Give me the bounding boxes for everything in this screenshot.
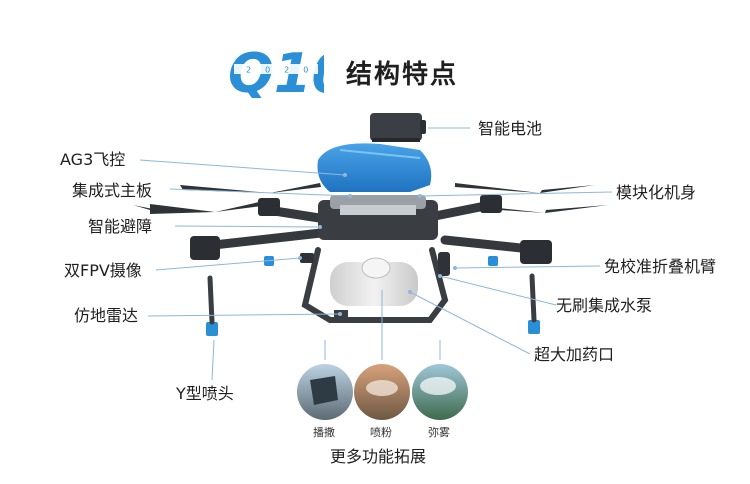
- extensions-title: 更多功能拓展: [330, 447, 427, 466]
- label-nozzle: Y型喷头: [176, 384, 234, 403]
- label-big-inlet: 超大加药口: [534, 345, 615, 364]
- battery-part: [370, 113, 426, 142]
- pump-module: [438, 252, 450, 276]
- label-folding-arm: 免校准折叠机臂: [604, 257, 717, 276]
- tank: [330, 257, 418, 318]
- fpv-camera: [300, 253, 314, 263]
- motors: [190, 195, 552, 264]
- svg-text:2020: 2020: [246, 66, 322, 75]
- leader-lines: [139, 127, 613, 381]
- label-fpv: 双FPV摄像: [64, 261, 142, 280]
- label-pump: 无刷集成水泵: [556, 296, 653, 315]
- caption-spreading: 播撒: [313, 426, 335, 439]
- extension-photos: [297, 364, 468, 420]
- label-battery: 智能电池: [478, 119, 543, 138]
- label-mainboard: 集成式主板: [72, 181, 153, 200]
- label-flight-control: AG3飞控: [60, 150, 126, 169]
- spray-poles: [207, 273, 537, 325]
- label-modular-body: 模块化机身: [616, 183, 697, 202]
- page-title: 结构特点: [346, 60, 459, 90]
- center-frame: [318, 195, 438, 240]
- label-terrain-radar: 仿地雷达: [74, 306, 139, 325]
- landing-gear: [301, 247, 449, 323]
- canopy-cover: [317, 143, 432, 192]
- caption-misting: 弥雾: [428, 426, 450, 439]
- label-obstacle-avoid: 智能避障: [88, 217, 153, 236]
- caption-dusting: 喷粉: [370, 426, 392, 439]
